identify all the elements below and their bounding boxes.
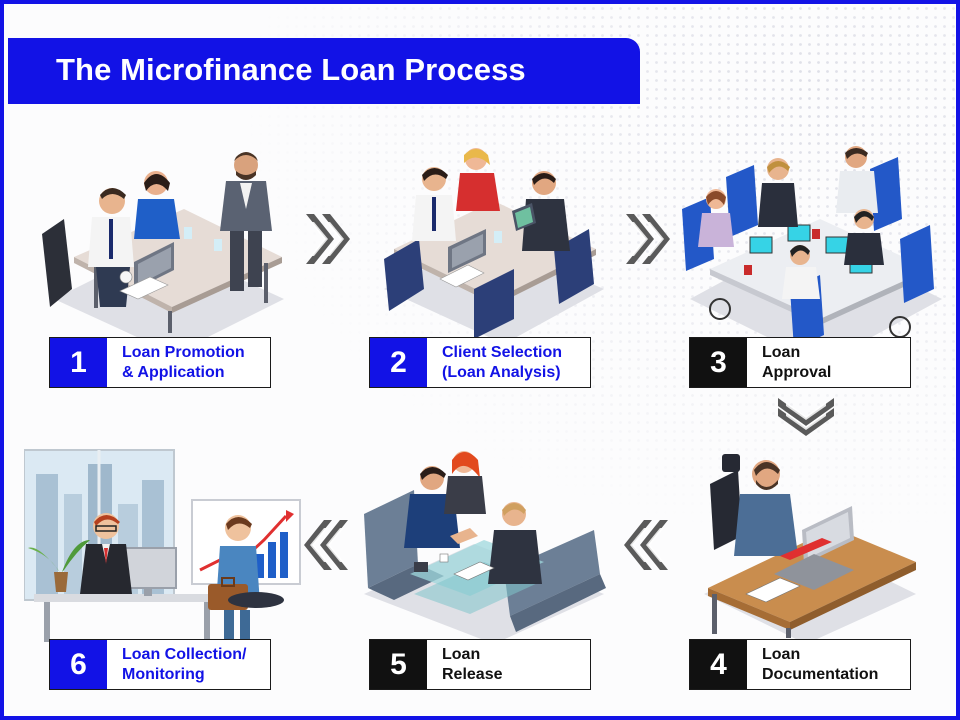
double-chevron-down-icon: [778, 398, 834, 436]
scene-collection-monitoring-illustration: [24, 449, 301, 642]
step-number: 4: [690, 640, 747, 689]
step-number: 2: [370, 338, 427, 387]
step-title-line-1: Client Selection: [442, 343, 563, 361]
step-title: Client Selection (Loan Analysis): [427, 338, 562, 387]
step-number: 3: [690, 338, 747, 387]
step-5-label-box: 5 Loan Release: [369, 639, 591, 690]
step-title-line-1: Loan: [762, 645, 801, 663]
step-6-label-box: 6 Loan Collection/ Monitoring: [49, 639, 271, 690]
scene-loan-release-illustration: [364, 451, 606, 644]
step-2-label-box: 2 Client Selection (Loan Analysis): [369, 337, 591, 388]
step-title-line-1: Loan Collection/: [122, 645, 247, 663]
step-title-line-1: Loan: [442, 645, 481, 663]
scene-client-selection-illustration: [384, 148, 604, 339]
step-title-line-2: (Loan Analysis): [442, 363, 561, 381]
page-title: The Microfinance Loan Process: [56, 52, 526, 87]
scene-approval-office-illustration: [682, 146, 942, 344]
step-title-line-2: Release: [442, 665, 503, 683]
step-title-line-1: Loan: [762, 343, 801, 361]
step-number: 6: [50, 640, 107, 689]
step-1-label-box: 1 Loan Promotion & Application: [49, 337, 271, 388]
step-title: Loan Release: [427, 640, 503, 689]
step-title-line-1: Loan Promotion: [122, 343, 245, 361]
double-chevron-left-icon: [304, 520, 348, 570]
title-bar: The Microfinance Loan Process: [8, 38, 640, 104]
step-title-line-2: Monitoring: [122, 665, 205, 683]
step-title: Loan Promotion & Application: [107, 338, 245, 387]
double-chevron-right-icon: [306, 214, 350, 264]
double-chevron-right-icon: [626, 214, 670, 264]
step-title: Loan Collection/ Monitoring: [107, 640, 246, 689]
scene-meeting-illustration: [42, 152, 284, 339]
step-title: Loan Documentation: [747, 640, 878, 689]
step-number: 5: [370, 640, 427, 689]
step-number: 1: [50, 338, 107, 387]
step-3-label-box: 3 Loan Approval: [689, 337, 911, 388]
step-title-line-2: Approval: [762, 363, 832, 381]
scene-documentation-desk-illustration: [704, 454, 916, 639]
step-title-line-2: Documentation: [762, 665, 879, 683]
double-chevron-left-icon: [624, 520, 668, 570]
step-4-label-box: 4 Loan Documentation: [689, 639, 911, 690]
step-title: Loan Approval: [747, 338, 831, 387]
step-title-line-2: & Application: [122, 363, 225, 381]
